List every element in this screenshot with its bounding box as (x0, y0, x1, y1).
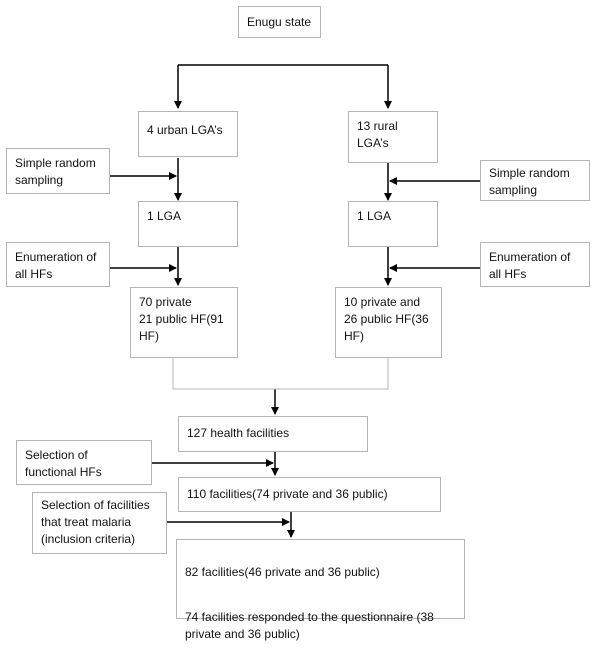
connector-lines (110, 64, 480, 538)
urban-enumeration-label: Enumeration of all HFs (6, 242, 110, 287)
urban-result-box: 70 private 21 public HF(91 HF) (130, 287, 238, 358)
rural-sampling-label: Simple random sampling (480, 160, 590, 201)
functional-selection-label: Selection of functional HFs (16, 440, 152, 485)
final-facilities-line1: 82 facilities(46 private and 36 public) (185, 565, 380, 579)
final-facilities-box: 82 facilities(46 private and 36 public) … (176, 539, 465, 641)
rural-lga-box: 13 rural LGA’s (348, 111, 438, 163)
rural-one-lga-box: 1 LGA (348, 201, 438, 247)
urban-one-lga-box: 1 LGA (138, 201, 238, 247)
total-facilities-box: 127 health facilities (178, 416, 368, 452)
urban-sampling-label: Simple random sampling (6, 148, 110, 194)
merge-bracket (172, 358, 389, 390)
rural-enumeration-label: Enumeration of all HFs (480, 242, 590, 287)
rural-result-box: 10 private and 26 public HF(36 HF) (335, 287, 442, 358)
enugu-state-box: Enugu state (238, 6, 321, 38)
final-responded-line2: 74 facilities responded to the questionn… (185, 610, 434, 641)
malaria-selection-label: Selection of facilities that treat malar… (32, 492, 167, 554)
functional-result-box: 110 facilities(74 private and 36 public) (178, 477, 441, 512)
urban-lga-box: 4 urban LGA’s (138, 111, 238, 157)
